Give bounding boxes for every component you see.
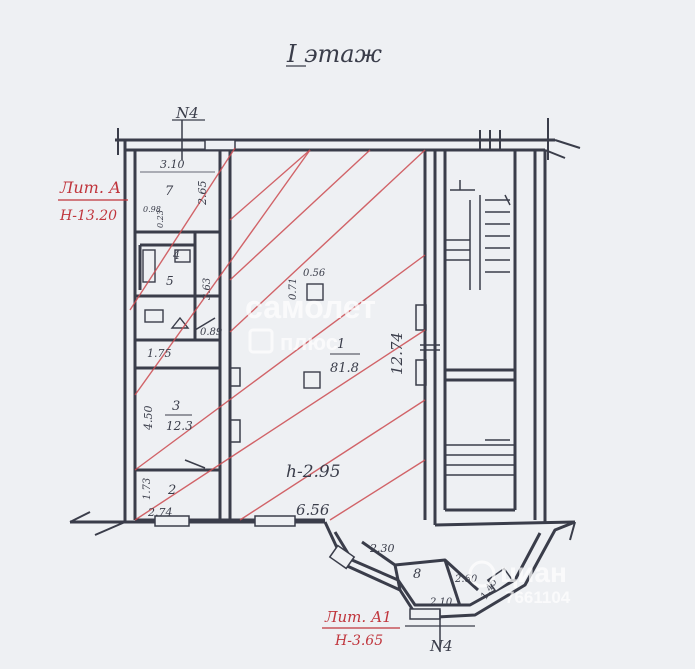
room-3-area: 12.3 (166, 419, 193, 433)
room-6-dim2: 0.89 (200, 327, 223, 338)
axis-mark-top-label: N4 (175, 104, 199, 122)
staircase (445, 180, 515, 476)
room-1-area: 81.8 (330, 361, 359, 376)
room-2-width: 2.74 (147, 506, 173, 519)
room-7-width: 3.10 (160, 158, 185, 171)
watermark-cian-icon (468, 560, 496, 588)
axis-mark-bottom-label: N4 (429, 637, 453, 655)
room-3-number: 3 (172, 399, 180, 414)
watermark-cian: циан 7661104 (468, 557, 571, 607)
room-8-dim-a: 2.30 (369, 542, 395, 555)
room-1-small2: 0.71 (288, 278, 299, 300)
room-3: 3 12.3 4.50 (142, 399, 193, 433)
room-5-number: 5 (166, 274, 174, 288)
room-2: 2 2.74 1.73 (142, 478, 176, 519)
room-8-number: 8 (413, 567, 421, 582)
lit-a1-height: Н-3.65 (334, 633, 383, 649)
room-7-tiny1: 0.98 (143, 205, 161, 214)
room-1-ceiling-height: h-2.95 (286, 462, 341, 482)
floor-title: I этаж (286, 40, 383, 68)
walls (70, 138, 576, 527)
room-1-length: 12.74 (388, 332, 406, 375)
room-4-number: 4 (172, 249, 180, 262)
room-6: 0.89 1.75 (147, 327, 223, 360)
windows (154, 139, 514, 620)
watermark-logo-icon (248, 328, 274, 354)
watermark-samolet: самолет плюс (245, 289, 376, 355)
room-2-number: 2 (167, 483, 176, 498)
doors (184, 304, 440, 469)
room-1-width: 6.56 (296, 501, 330, 519)
fixtures (142, 249, 324, 389)
room-7: 3.10 7 2.65 0.98 0.23 (140, 158, 215, 228)
wall-stubs (69, 118, 581, 541)
room-7-tiny2: 0.23 (156, 210, 165, 228)
room-5: 5 3.63 (166, 274, 213, 300)
hatching (129, 147, 426, 521)
watermark-site: циан (500, 557, 567, 588)
room-8-dim-c: 2.10 (429, 597, 453, 608)
watermark-brand: самолет (245, 289, 376, 325)
room-8-dim-b: 2.60 (454, 574, 478, 585)
room-5-height: 3.63 (202, 278, 213, 300)
axis-mark-top: N4 (172, 104, 205, 160)
axis-mark-bottom: N4 (405, 610, 475, 655)
room-1-small: 0.56 (303, 268, 326, 279)
room-1: 0.56 0.71 1 81.8 12.74 h-2.95 6.56 (286, 268, 406, 519)
watermark-id: 7661104 (505, 588, 571, 607)
room-7-number: 7 (165, 184, 174, 199)
lit-a-label: Лит. А Н-13.20 (58, 178, 128, 224)
lit-a1-label: Лит. А1 Н-3.65 (322, 608, 400, 649)
lit-a-name: Лит. А (59, 178, 121, 197)
room-2-height: 1.73 (142, 478, 153, 500)
lit-a-height: Н-13.20 (59, 208, 117, 224)
room-1-number: 1 (337, 337, 345, 352)
lit-a1-name: Лит. А1 (324, 608, 392, 626)
room-6-dim: 1.75 (147, 347, 172, 360)
room-3-height: 4.50 (142, 406, 155, 432)
room-7-height: 2.65 (196, 181, 209, 207)
watermark-sub: плюс (280, 330, 338, 355)
